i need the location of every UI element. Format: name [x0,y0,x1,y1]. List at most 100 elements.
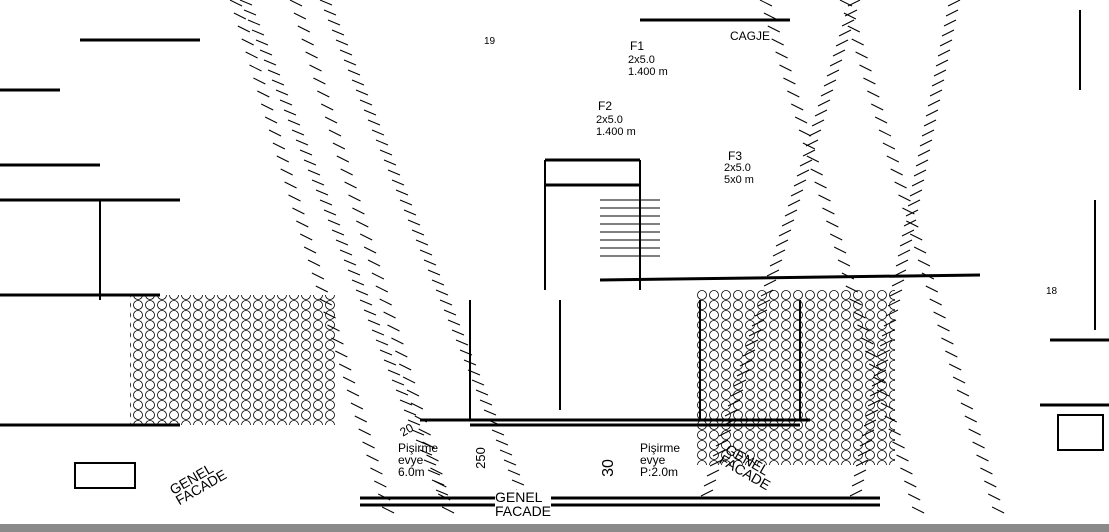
hatch-line [491,429,505,436]
hatch-line [347,269,361,276]
hatch-line [471,379,485,386]
hatch-line [283,109,297,116]
hatch-line [338,363,352,371]
hatch-line [375,139,389,146]
hatch-line [299,233,313,241]
hatch-line [375,285,389,293]
hatch-line [787,199,801,207]
hatch-line [897,249,911,257]
hatch-line [769,259,783,267]
hatch-line [817,99,831,107]
hatch-line [837,259,851,267]
hatch-line [835,39,849,47]
hatch-line [820,89,834,97]
hatch-line [395,389,409,396]
hatch-line [475,389,489,396]
hatch-line [296,220,309,228]
hatch-line [251,29,265,36]
tag-f2-dimensions: 2x5.0 1.400 m [596,114,636,138]
hatch-line [855,51,868,59]
hatch-line [495,439,509,446]
hatch-line [915,159,929,167]
hatch-line [778,229,792,237]
hatch-line [355,89,369,96]
hatch-line [911,179,925,187]
hatch-line [771,38,784,46]
tag-f1: F1 [630,39,645,53]
hatch-line [381,506,395,514]
hatch-line [894,181,907,189]
hatch-line [307,259,321,267]
hatch-line [347,69,361,76]
hatch-line [407,419,421,426]
hatch-line [320,103,334,111]
wall-line [599,273,981,282]
hatch-line [411,429,425,436]
hatch-line [767,25,781,33]
hatch-line [340,168,353,176]
hatch-line [441,506,455,514]
hatch-line [305,51,318,59]
hatch-line [947,0,961,7]
hatch-line [363,246,377,254]
hatch-line [363,109,377,116]
hatch-line [903,219,917,227]
hatch-line [427,269,441,276]
hatch-line [878,129,892,137]
hatch-line [323,209,337,216]
hatch-line [375,339,389,346]
hatch-line [395,350,408,358]
hatch-line [293,12,307,20]
hatch-line [898,194,911,202]
hatch-line [331,229,345,236]
hatch-line [356,220,369,228]
hatch-line [911,506,925,514]
hatch-line [431,279,445,286]
hatch-line [787,90,800,98]
hatch-line [301,38,314,46]
tag-f1-dimensions: 2x5.0 1.400 m [628,54,668,78]
tag-f3: F3 [728,149,743,163]
hatch-line [886,155,900,163]
hatch-line [332,142,346,150]
hatch-line [398,363,412,371]
hatch-line [247,19,261,26]
hatch-line [335,39,349,46]
hatch-line [841,19,855,27]
hatch-line [763,279,777,287]
hatch-line [346,389,360,397]
hatch-line [243,9,257,16]
hatch-line [798,129,812,137]
hatch-line [402,376,416,384]
hatch-line [507,469,521,476]
hatch-line [976,454,989,462]
hatch-line [833,246,847,254]
hatch-line [960,402,974,410]
hatch-line [818,194,831,202]
hatch-line [351,279,365,286]
hatch-line [431,479,445,486]
hatch-line [814,109,828,117]
dimension-30: 30 [599,459,617,477]
hatch-line [367,319,381,326]
hatch-line [315,189,329,196]
hatch-line [323,9,337,16]
hatch-line [362,441,375,449]
hatch-line [272,142,286,150]
hatch-line [826,220,839,228]
hatch-line [826,69,840,77]
hatch-line [843,12,857,20]
hatch-line [829,59,843,67]
hatch-line [781,219,795,227]
tag-f2: F2 [598,99,613,113]
hatch-line [406,389,420,397]
hatch-line [367,119,381,126]
hatch-line [779,64,792,72]
hatch-line [859,64,872,72]
hatch-line [268,129,282,137]
hatch-line [324,116,338,124]
hatch-line [794,116,808,124]
hatch-line [435,489,449,496]
hatch-line [849,489,863,497]
hatch-line [275,89,289,96]
